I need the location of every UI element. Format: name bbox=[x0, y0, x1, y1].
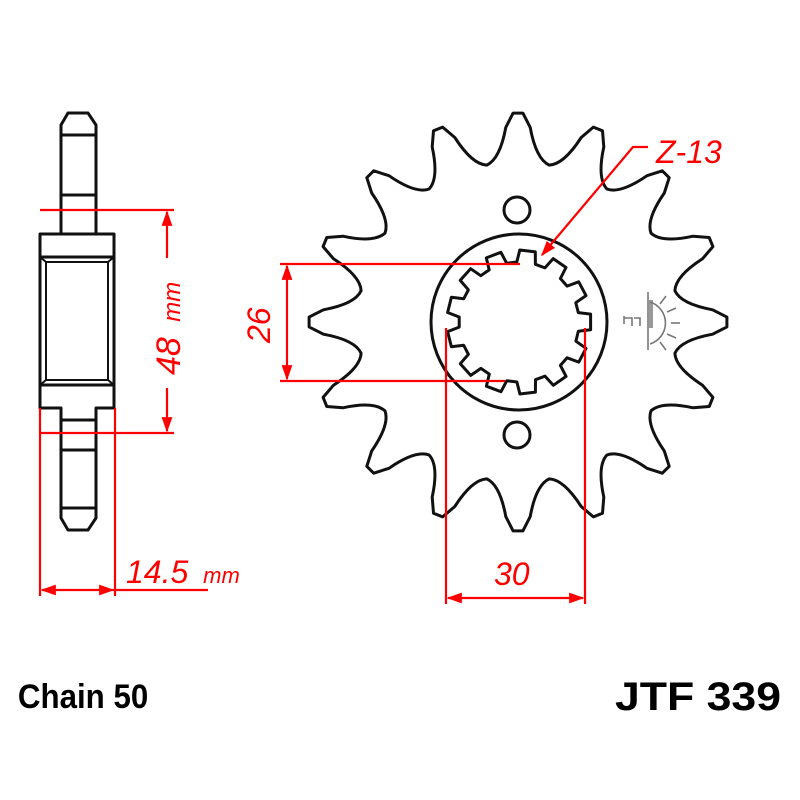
part-number: JTF 339 bbox=[615, 675, 781, 719]
svg-text:48 mm: 48 mm bbox=[150, 282, 188, 375]
lower-tooth-tip bbox=[59, 506, 98, 532]
width-dimension-unit: mm bbox=[203, 563, 240, 588]
height-dimension-value: 48 bbox=[150, 337, 188, 375]
dimension-14-5mm: 14.5 mm bbox=[38, 408, 240, 596]
upper-tooth-section bbox=[59, 133, 98, 197]
sprocket-outline bbox=[307, 111, 729, 533]
spline-callout: Z-13 bbox=[541, 134, 722, 257]
dimension-48mm: 48 mm bbox=[40, 208, 188, 435]
lower-neck bbox=[59, 418, 98, 452]
bolt-hole-top bbox=[502, 195, 532, 225]
hub-bore-inner bbox=[45, 261, 109, 381]
upper-flange-section bbox=[38, 232, 116, 259]
inner-height-dimension-value: 26 bbox=[241, 307, 277, 344]
height-dimension-unit: mm bbox=[159, 282, 186, 322]
dimension-26: 26 bbox=[241, 262, 520, 383]
lower-tooth-section bbox=[59, 448, 98, 510]
hub-bore bbox=[38, 255, 116, 387]
front-view bbox=[307, 111, 729, 533]
chain-label: Chain 50 bbox=[18, 677, 148, 716]
inner-width-dimension-value: 30 bbox=[494, 556, 530, 592]
bolt-hole-bottom bbox=[502, 420, 532, 450]
upper-tooth-tip bbox=[59, 111, 98, 137]
upper-neck bbox=[59, 193, 98, 236]
svg-text:14.5 mm: 14.5 mm bbox=[126, 554, 240, 590]
dimension-30: 30 bbox=[444, 328, 587, 604]
hub-circle bbox=[429, 232, 609, 412]
side-view bbox=[38, 111, 116, 532]
spline-bore bbox=[446, 248, 593, 396]
width-dimension-value: 14.5 bbox=[126, 554, 188, 590]
orientation-symbol-icon bbox=[623, 292, 680, 351]
spline-label: Z-13 bbox=[655, 134, 722, 170]
lower-flange-section bbox=[38, 383, 116, 422]
